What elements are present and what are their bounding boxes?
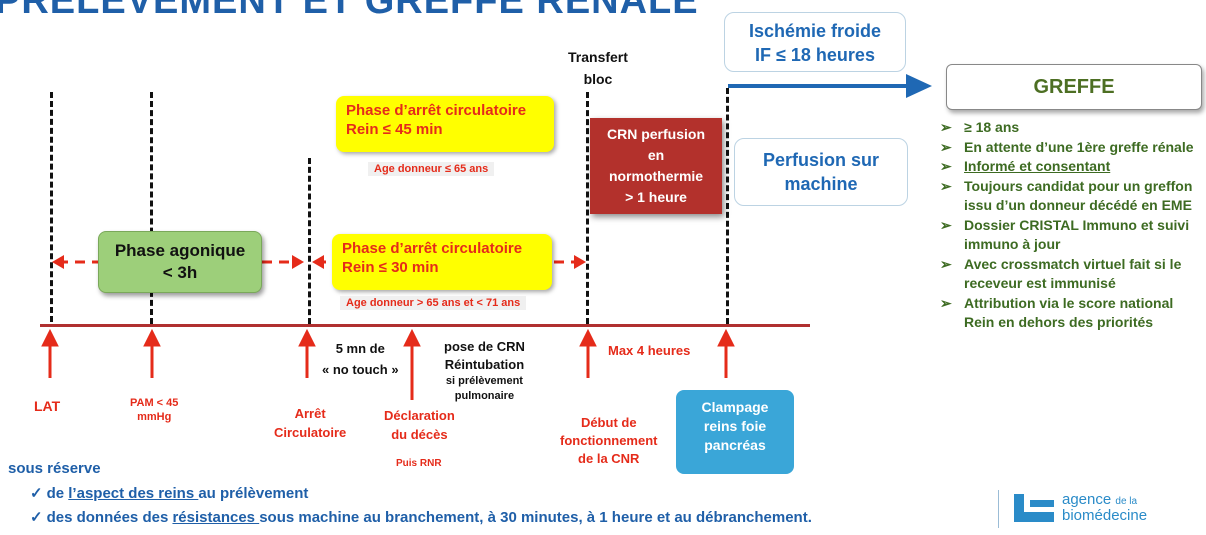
criteria-item: ➢Attribution via le score national Rein …	[940, 294, 1174, 331]
agence-logo: agence de la biomédecine	[1014, 488, 1200, 528]
arrow-clampage-head	[717, 328, 735, 347]
criteria-list: ➢≥ 18 ans ➢En attente d’une 1ère greffe …	[940, 118, 1202, 333]
logo-line1: agence	[1062, 491, 1112, 508]
arrow-declaration-head	[403, 328, 421, 347]
agence-logo-icon	[1014, 494, 1054, 522]
no-touch-label: 5 mn de « no touch »	[322, 341, 399, 377]
pose-crn-label: pose de CRN Réintubation si prélèvement …	[444, 339, 525, 402]
criteria-item: ➢Informé et consentant	[940, 158, 1111, 174]
arrow-debut-head	[579, 328, 597, 347]
max-4-heures-label: Max 4 heures	[608, 343, 691, 358]
dashed-line-transfert	[586, 92, 589, 324]
transfert-label: Transfert bloc	[568, 49, 628, 87]
ischemie-box: Ischémie froide IF ≤ 18 heures	[724, 12, 906, 72]
greffe-box: GREFFE	[946, 64, 1202, 110]
arret-right-arrowhead	[574, 255, 586, 269]
logo-line1b: de la	[1115, 496, 1138, 507]
footer-line-2: ✓des données des résistances sous machin…	[30, 509, 812, 526]
dashed-line-arret	[308, 158, 311, 324]
footer-line-1: ✓de l’aspect des reins au prélèvement	[30, 485, 309, 502]
check-icon: ✓	[30, 485, 43, 502]
age-65-71-note: Age donneur > 65 ans et < 71 ans	[340, 296, 527, 310]
logo-line2: biomédecine	[1062, 507, 1148, 524]
dashed-line-pam	[150, 92, 153, 324]
criteria-item: ➢Avec crossmatch virtuel fait si le rece…	[940, 255, 1182, 292]
declaration-deces-label: Déclaration du décès	[384, 408, 455, 442]
arret-left-arrowhead	[312, 255, 324, 269]
page-title: PRÉLÈVEMENT ET GREFFE RÉNALE	[0, 0, 699, 22]
criteria-item: ➢Dossier CRISTAL Immuno et suivi immuno …	[940, 216, 1190, 253]
crn-perfusion-box: CRN perfusion en normothermie > 1 heure	[590, 118, 722, 214]
arret-circulatoire-label: Arrêt Circulatoire	[274, 406, 347, 440]
phase-arret-45-box: Phase d’arrêt circulatoire Rein ≤ 45 min	[336, 96, 554, 152]
debut-fonctionnement-label: Début de fonctionnement de la CNR	[560, 415, 658, 466]
timeline-axis	[40, 324, 810, 327]
lat-label: LAT	[34, 398, 61, 414]
criteria-item: ➢En attente d’une 1ère greffe rénale	[940, 138, 1194, 155]
agonique-left-arrowhead	[52, 255, 64, 269]
criteria-item: ➢Toujours candidat pour un greffon issu …	[940, 177, 1193, 214]
age-65-note: Age donneur ≤ 65 ans	[368, 162, 495, 176]
dashed-line-clampage	[726, 88, 729, 324]
phase-agonique-box: Phase agonique < 3h	[98, 231, 262, 293]
pam-label: PAM < 45 mmHg	[130, 397, 179, 423]
clampage-box: Clampage reins foie pancréas	[676, 390, 794, 474]
footer-divider	[998, 490, 999, 528]
ischemie-arrowhead	[906, 74, 932, 98]
sous-reserve-label: sous réserve	[8, 460, 101, 477]
dashed-line-lat	[50, 92, 53, 322]
puis-rnr-label: Puis RNR	[396, 458, 442, 469]
criteria-item: ➢≥ 18 ans	[940, 119, 1020, 135]
agonique-right-arrowhead	[292, 255, 304, 269]
phase-arret-30-box: Phase d’arrêt circulatoire Rein ≤ 30 min	[332, 234, 552, 290]
check-icon: ✓	[30, 509, 43, 526]
arrow-lat-head	[41, 328, 59, 347]
arrow-pam-head	[143, 328, 161, 347]
perfusion-machine-box: Perfusion sur machine	[734, 138, 908, 206]
arrow-arret-head	[298, 328, 316, 347]
